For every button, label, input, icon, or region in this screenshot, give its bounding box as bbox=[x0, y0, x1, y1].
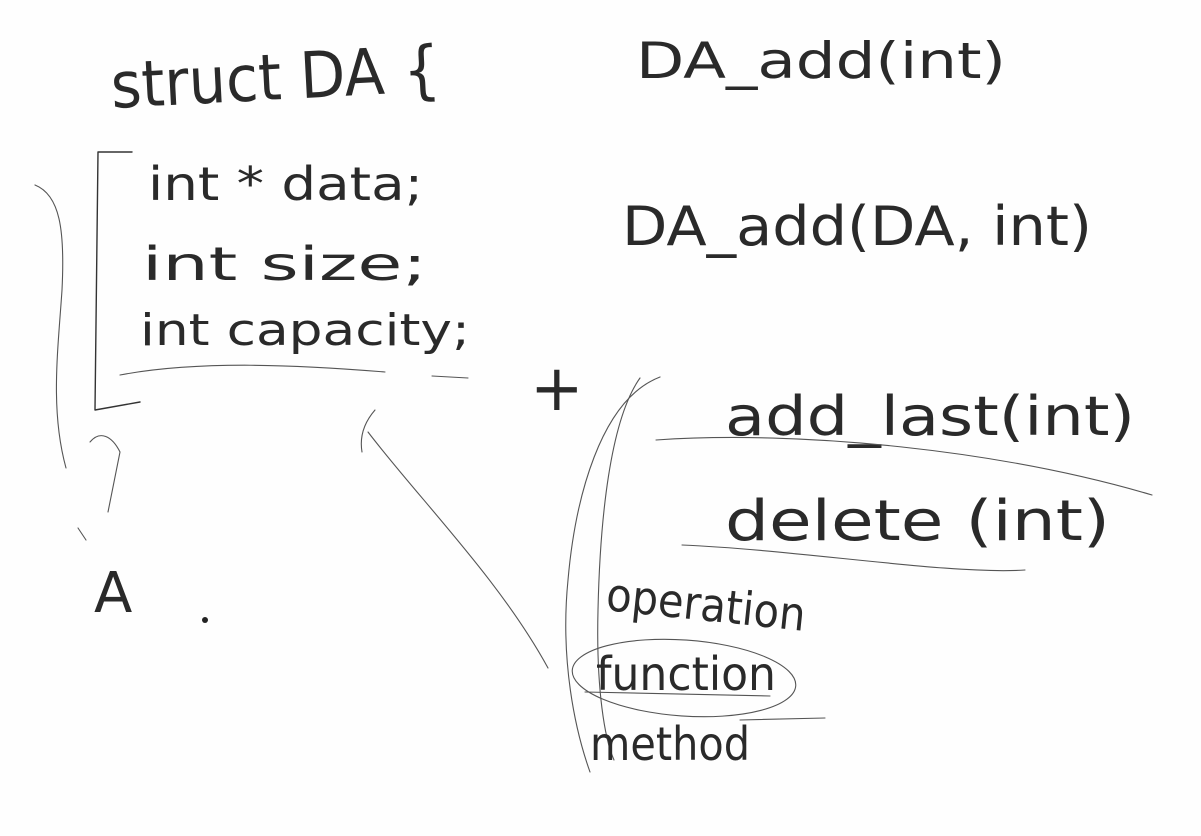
dot-mark bbox=[202, 617, 208, 623]
terms-brace-inner bbox=[597, 377, 641, 761]
function-text: function bbox=[596, 647, 776, 701]
function-highlight-circle bbox=[571, 638, 797, 718]
function-underline bbox=[584, 691, 826, 721]
plus-sign: + bbox=[530, 352, 584, 426]
label-a-text: A bbox=[94, 561, 132, 626]
fields-bracket bbox=[94, 151, 141, 411]
add-last-text: add_last(int) bbox=[725, 385, 1135, 448]
operation-text: operation bbox=[604, 567, 809, 642]
field-data-text: int * data; bbox=[148, 157, 423, 211]
da-add-text-2: DA_add(DA, int) bbox=[622, 195, 1092, 258]
field-size-text: int size; bbox=[142, 237, 427, 291]
capacity-underline bbox=[119, 364, 386, 376]
struct-header-text: struct DA { bbox=[109, 33, 442, 124]
delete-text: delete (int) bbox=[725, 489, 1110, 554]
small-tick bbox=[77, 527, 87, 541]
field-capacity-text: int capacity; bbox=[140, 305, 470, 356]
outer-brace bbox=[34, 184, 67, 469]
connector-line bbox=[360, 409, 549, 669]
delete-underline bbox=[681, 544, 1026, 572]
terms-brace-outer bbox=[565, 376, 661, 773]
da-add-text-1: DA_add(int) bbox=[636, 32, 1006, 90]
small-mark-arrow bbox=[89, 435, 121, 513]
add-last-underline bbox=[655, 436, 1153, 496]
method-text: method bbox=[590, 717, 750, 771]
closing-dash bbox=[431, 375, 469, 379]
